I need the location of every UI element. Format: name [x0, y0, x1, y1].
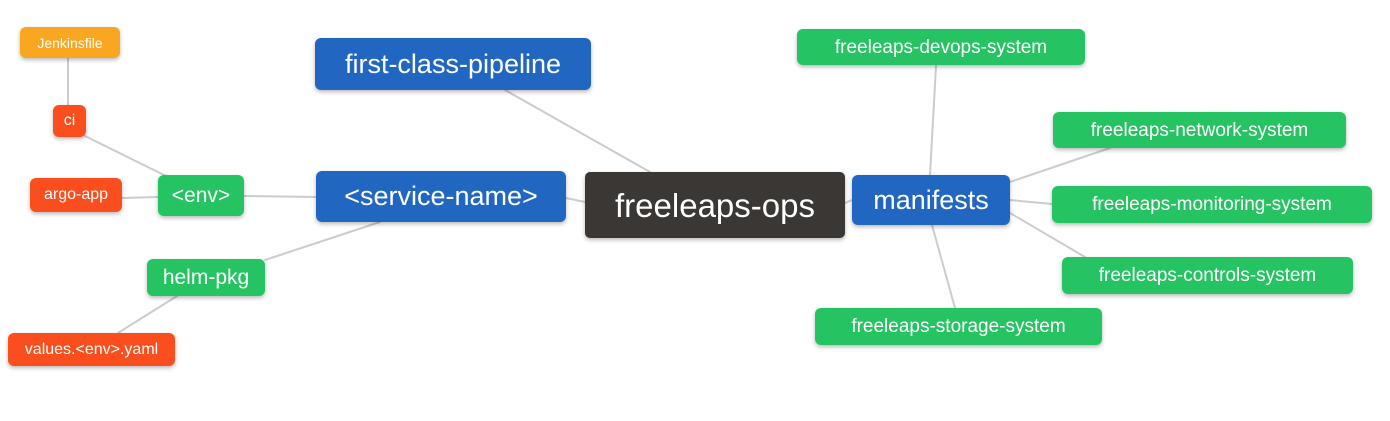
edge-ci-env	[84, 135, 169, 178]
node-freeleaps-ops-root[interactable]: freeleaps-ops	[585, 172, 845, 238]
node-freeleaps-network-system[interactable]: freeleaps-network-system	[1053, 112, 1346, 148]
edge-helm-pkg-service-name	[264, 221, 381, 261]
edge-manifests-monitoring	[1009, 199, 1053, 205]
node-jenkinsfile[interactable]: Jenkinsfile	[20, 27, 120, 58]
edge-manifests-network	[1009, 147, 1111, 183]
node-values-env-yaml[interactable]: values.<env>.yaml	[8, 333, 175, 366]
edge-first-class-pipeline-root	[504, 89, 651, 173]
edge-env-service-name	[243, 195, 317, 198]
node-service-name[interactable]: <service-name>	[316, 171, 566, 222]
edge-manifests-devops	[929, 65, 937, 176]
edge-argo-app-env	[121, 196, 159, 199]
node-helm-pkg[interactable]: helm-pkg	[147, 259, 265, 296]
edge-service-name-root	[565, 197, 586, 203]
node-first-class-pipeline[interactable]: first-class-pipeline	[315, 38, 591, 90]
edge-manifests-controls	[1009, 212, 1086, 258]
edge-root-manifests	[844, 199, 853, 204]
node-freeleaps-controls-system[interactable]: freeleaps-controls-system	[1062, 257, 1353, 294]
node-manifests[interactable]: manifests	[852, 175, 1010, 225]
node-freeleaps-monitoring-system[interactable]: freeleaps-monitoring-system	[1052, 186, 1372, 223]
node-freeleaps-storage-system[interactable]: freeleaps-storage-system	[815, 308, 1102, 345]
node-ci[interactable]: ci	[53, 105, 86, 137]
node-env[interactable]: <env>	[158, 175, 244, 216]
node-freeleaps-devops-system[interactable]: freeleaps-devops-system	[797, 29, 1085, 65]
edge-manifests-storage	[931, 224, 956, 309]
node-argo-app[interactable]: argo-app	[30, 178, 122, 212]
edge-values-helm-pkg	[117, 295, 178, 334]
